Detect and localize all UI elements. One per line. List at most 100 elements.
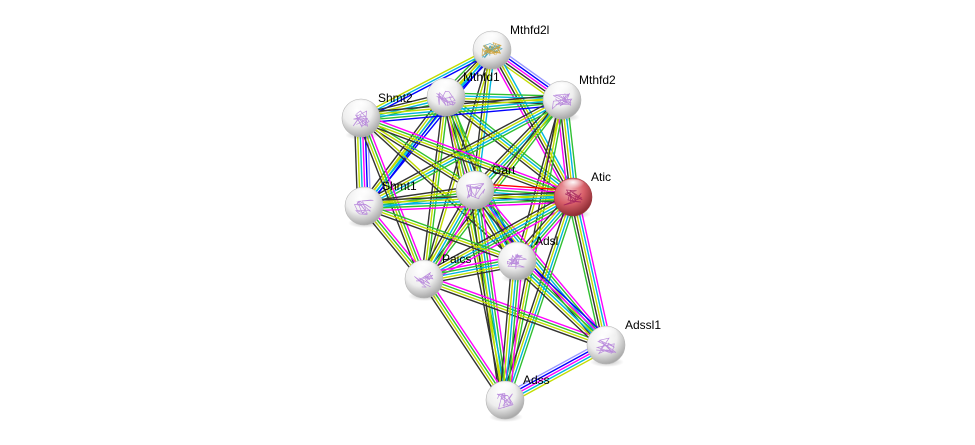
edge-line-databases — [360, 49, 493, 119]
node-paics[interactable]: Paics — [404, 252, 471, 301]
edge-line-textmining — [473, 98, 562, 190]
edge-line-experiments — [362, 113, 575, 195]
node-adssl1[interactable]: Adssl1 — [586, 318, 661, 367]
edge-line-neighborhood_green — [424, 198, 575, 282]
edge-line-databases — [423, 196, 574, 280]
edge-line-coexpression — [420, 96, 445, 279]
edge-line-coexpression — [361, 95, 561, 204]
edge-atic-paics[interactable] — [421, 191, 576, 285]
node-label: Mthfd2 — [579, 73, 616, 87]
edge-atic-adssl1[interactable] — [567, 195, 612, 347]
node-mthfd2[interactable]: Mthfd2 — [542, 73, 616, 122]
edge-line-coexpression — [469, 190, 501, 401]
edge-line-cooccurrence — [503, 342, 606, 399]
node-label: Adsl — [535, 234, 558, 248]
edge-line-coexpression — [360, 94, 444, 205]
edge-shmt1-adsl[interactable] — [362, 202, 519, 265]
edge-line-experiments — [577, 195, 612, 345]
edge-line-coexpression — [490, 50, 573, 198]
edge-line-textmining — [572, 196, 607, 346]
edge-adsl-adss[interactable] — [499, 260, 523, 401]
node-label: Adssl1 — [625, 318, 661, 332]
edge-line-textmining — [363, 205, 518, 262]
edge-line-textmining — [422, 194, 573, 278]
node-highlight — [491, 382, 519, 397]
edge-line-databases — [574, 196, 610, 345]
edge-line-neighborhood_green — [361, 116, 574, 197]
edge-line-neighborhood_green — [508, 198, 578, 402]
edge-line-experiments — [487, 51, 571, 200]
edge-line-coexpression — [422, 282, 605, 350]
node-mthfd2l[interactable]: Mthfd2l — [472, 23, 549, 72]
edge-line-experiments — [509, 261, 523, 401]
edge-line-databases — [505, 346, 608, 403]
edge-line-textmining — [422, 279, 505, 402]
edge-line-experiments — [425, 274, 608, 342]
protein-structure-icon — [563, 189, 583, 206]
edge-line-textmining — [503, 196, 573, 400]
node-highlight — [432, 79, 460, 94]
node-atic[interactable]: Atic — [553, 170, 611, 219]
edge-gart-adss[interactable] — [469, 189, 511, 401]
node-highlight — [350, 188, 378, 203]
edge-line-textmining — [359, 47, 492, 117]
node-label: Gart — [492, 163, 516, 177]
node-label: Mthfd1 — [463, 70, 500, 84]
edge-line-databases — [474, 189, 506, 401]
edge-line-coexpression — [420, 280, 503, 403]
edge-line-experiments — [519, 257, 610, 343]
node-highlight — [559, 179, 587, 194]
edge-line-databases — [505, 197, 575, 401]
edge-line-coexpression — [569, 197, 605, 346]
node-highlight — [592, 327, 620, 342]
edge-line-databases — [446, 95, 575, 197]
protein-structure-icon — [595, 337, 617, 355]
edge-line-cooccurrence — [520, 255, 611, 341]
edge-line-textmining — [444, 97, 573, 199]
edge-line-homology — [502, 339, 604, 397]
protein-structure-icon — [436, 90, 456, 106]
edge-line-neighborhood_green — [365, 102, 565, 211]
node-label: Shmt2 — [378, 91, 413, 105]
edge-line-coexpression — [499, 260, 513, 400]
edge-line-textmining — [471, 190, 504, 401]
edge-line-coexpression — [471, 96, 560, 188]
protein-structure-icon — [414, 272, 434, 288]
edge-line-databases — [360, 99, 563, 119]
edge-line-textmining — [360, 118, 573, 199]
edge-line-textmining — [501, 260, 516, 400]
node-highlight — [548, 82, 576, 97]
edge-line-neighborhood_green — [364, 202, 519, 260]
node-label: Shmt1 — [382, 179, 417, 193]
edge-line-databases — [504, 260, 518, 401]
edge-line-neighborhood_green — [425, 101, 565, 282]
edge-line-neighborhood_green — [517, 259, 608, 345]
node-label: Paics — [442, 252, 471, 266]
edge-line-neighborhood_green — [567, 197, 602, 347]
node-shmt1[interactable]: Shmt1 — [344, 179, 417, 228]
edge-line-textmining — [507, 348, 609, 406]
edge-line-neighborhood_green — [446, 92, 563, 97]
edge-line-coexpression — [359, 118, 517, 263]
node-highlight — [478, 32, 506, 47]
node-highlight — [347, 100, 375, 115]
node-mthfd1[interactable]: Mthfd1 — [426, 70, 500, 119]
node-adsl[interactable]: Adsl — [497, 234, 558, 283]
edge-line-databases — [446, 95, 563, 100]
node-label: Atic — [591, 170, 611, 184]
edge-line-neighborhood_green — [425, 97, 450, 280]
node-gart[interactable]: Gart — [455, 163, 516, 212]
edge-line-textmining — [360, 117, 476, 191]
edge-line-coexpression — [421, 191, 571, 276]
edge-shmt2-atic[interactable] — [359, 113, 575, 202]
node-adss[interactable]: Adss — [485, 373, 550, 422]
node-shmt2[interactable]: Shmt2 — [341, 91, 413, 140]
node-highlight — [461, 172, 489, 187]
node-label: Adss — [523, 373, 550, 387]
node-highlight — [503, 243, 531, 258]
protein-structure-icon — [551, 93, 573, 110]
node-label: Mthfd2l — [510, 23, 549, 37]
protein-structure-icon — [481, 42, 502, 57]
edge-line-neighborhood_green — [506, 261, 521, 401]
